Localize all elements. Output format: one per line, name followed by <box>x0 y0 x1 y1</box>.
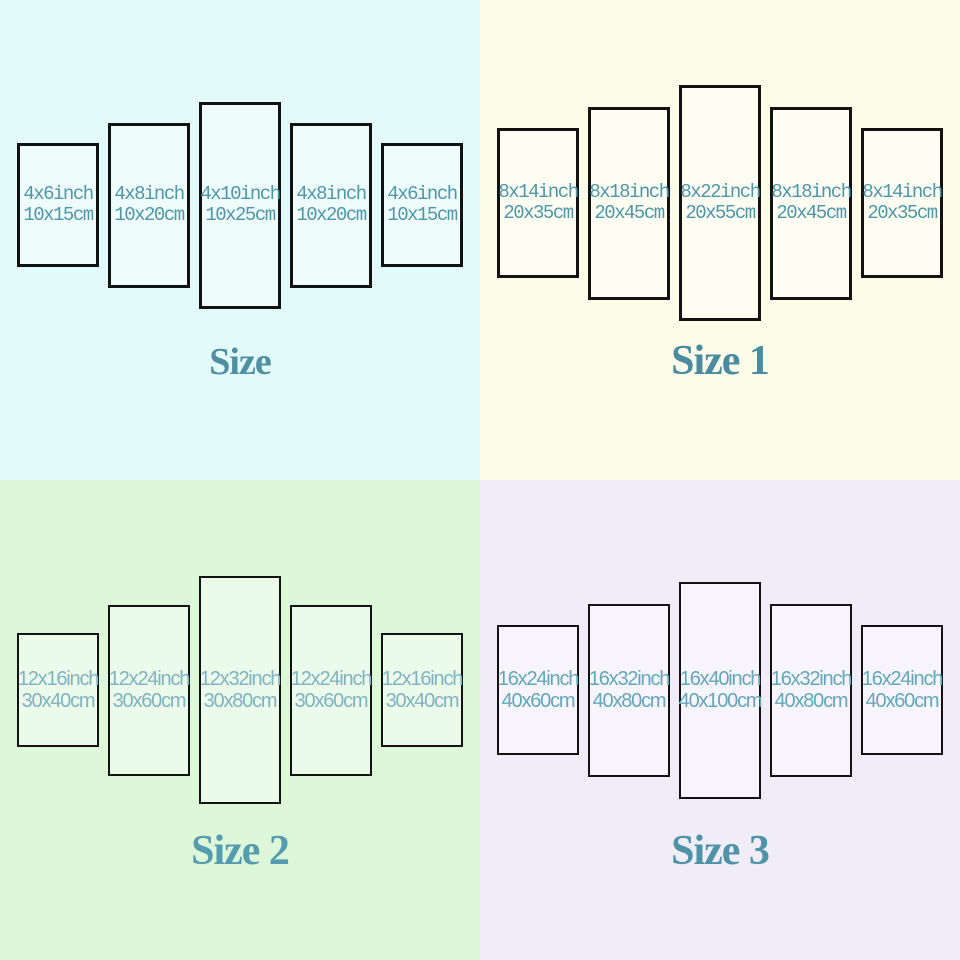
panel-size-inch: 4x6inch <box>23 183 94 205</box>
panel-size-inch: 8x18inch <box>771 181 852 203</box>
canvas-panel: 16x24inch 40x60cm <box>861 625 943 755</box>
panel-size-cm: 40x80cm <box>592 690 667 712</box>
size-option-title: Size <box>209 341 271 383</box>
size-option-title: Size 3 <box>671 828 770 874</box>
panel-layout: 12x16inch 30x40cm 12x24inch 30x60cm 12x3… <box>0 480 480 900</box>
panel-size-inch: 16x24inch <box>497 668 580 690</box>
quadrant-size-3: 16x24inch 40x60cm 16x32inch 40x80cm 16x4… <box>480 480 960 960</box>
canvas-panel: 12x24inch 30x60cm <box>108 604 191 776</box>
canvas-panel: 4x8inch 10x20cm <box>290 122 372 288</box>
panel-size-cm: 40x60cm <box>501 690 576 712</box>
canvas-panel: 8x14inch 20x35cm <box>497 128 579 278</box>
panel-size-inch: 8x22inch <box>680 181 761 203</box>
panel-size-cm: 30x60cm <box>112 690 187 712</box>
panel-size-cm: 20x45cm <box>776 202 847 224</box>
panel-size-inch: 4x8inch <box>114 183 185 205</box>
quadrant-size-2: 12x16inch 30x40cm 12x24inch 30x60cm 12x3… <box>0 480 480 960</box>
quadrant-size: 4x6inch 10x15cm 4x8inch 10x20cm 4x10inch… <box>0 0 480 480</box>
panel-size-cm: 40x100cm <box>678 690 763 712</box>
panel-size-cm: 20x35cm <box>867 202 938 224</box>
panel-size-inch: 12x16inch <box>381 668 464 690</box>
panel-size-cm: 10x15cm <box>23 204 94 226</box>
panel-size-inch: 16x32inch <box>770 668 853 690</box>
panel-size-cm: 40x60cm <box>865 690 940 712</box>
canvas-panel: 8x22inch 20x55cm <box>679 85 761 321</box>
panel-size-inch: 8x18inch <box>589 181 670 203</box>
panel-size-cm: 40x80cm <box>774 690 849 712</box>
panel-size-inch: 4x10inch <box>200 183 281 205</box>
canvas-panel: 16x24inch 40x60cm <box>497 625 579 755</box>
panel-size-cm: 10x20cm <box>114 204 185 226</box>
panel-size-inch: 4x6inch <box>387 183 458 205</box>
panel-size-cm: 20x45cm <box>594 202 665 224</box>
panel-size-cm: 30x40cm <box>385 690 460 712</box>
panel-size-inch: 8x14inch <box>498 181 579 203</box>
panel-size-inch: 12x32inch <box>199 668 282 690</box>
canvas-panel: 4x8inch 10x20cm <box>108 122 190 288</box>
panel-size-inch: 16x32inch <box>588 668 671 690</box>
canvas-panel: 12x16inch 30x40cm <box>17 633 99 747</box>
canvas-panel: 8x18inch 20x45cm <box>770 106 852 300</box>
panel-size-inch: 12x24inch <box>108 668 191 690</box>
panel-size-cm: 20x55cm <box>685 202 756 224</box>
size-option-title: Size 2 <box>191 828 290 874</box>
canvas-panel: 4x6inch 10x15cm <box>381 143 463 267</box>
panel-size-inch: 12x16inch <box>17 668 100 690</box>
panel-size-inch: 16x24inch <box>861 668 944 690</box>
panel-layout: 8x14inch 20x35cm 8x18inch 20x45cm 8x22in… <box>480 0 960 406</box>
panel-layout: 4x6inch 10x15cm 4x8inch 10x20cm 4x10inch… <box>0 0 480 410</box>
panel-layout: 16x24inch 40x60cm 16x32inch 40x80cm 16x4… <box>480 480 960 900</box>
panel-size-cm: 30x60cm <box>294 690 369 712</box>
size-option-title: Size 1 <box>671 338 770 384</box>
canvas-panel: 4x10inch 10x25cm <box>199 101 281 309</box>
canvas-panel: 16x40inch 40x100cm <box>678 581 763 799</box>
canvas-panel: 16x32inch 40x80cm <box>588 603 671 777</box>
canvas-panel: 12x24inch 30x60cm <box>290 604 373 776</box>
panel-size-cm: 30x40cm <box>21 690 96 712</box>
panel-size-inch: 12x24inch <box>290 668 373 690</box>
panel-size-cm: 10x20cm <box>296 204 367 226</box>
canvas-panel: 8x18inch 20x45cm <box>588 106 670 300</box>
canvas-panel: 16x32inch 40x80cm <box>770 603 853 777</box>
panel-size-cm: 30x80cm <box>203 690 278 712</box>
panel-size-cm: 10x25cm <box>205 204 276 226</box>
quadrant-size-1: 8x14inch 20x35cm 8x18inch 20x45cm 8x22in… <box>480 0 960 480</box>
canvas-panel: 12x16inch 30x40cm <box>381 633 463 747</box>
panel-size-inch: 16x40inch <box>679 668 762 690</box>
panel-size-cm: 20x35cm <box>503 202 574 224</box>
canvas-panel: 8x14inch 20x35cm <box>861 128 943 278</box>
panel-size-cm: 10x15cm <box>387 204 458 226</box>
canvas-panel: 12x32inch 30x80cm <box>199 576 281 804</box>
panel-size-inch: 4x8inch <box>296 183 367 205</box>
panel-size-inch: 8x14inch <box>862 181 943 203</box>
canvas-panel: 4x6inch 10x15cm <box>17 143 99 267</box>
